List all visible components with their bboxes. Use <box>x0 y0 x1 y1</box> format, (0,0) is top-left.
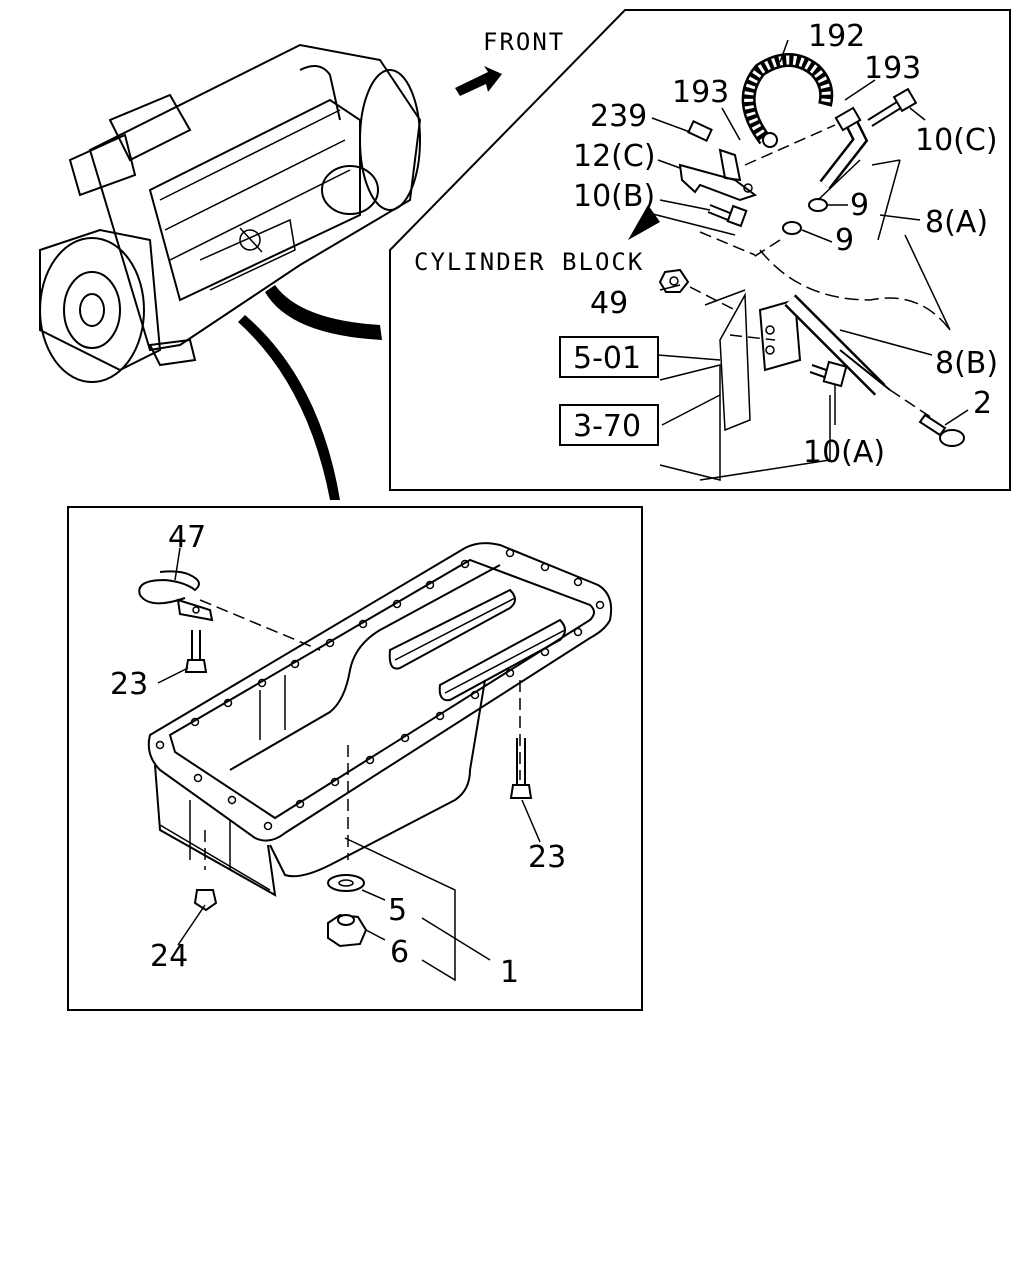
detail-box-oil-pan <box>67 506 643 1011</box>
ref-label-5-01: 5-01 <box>573 341 641 376</box>
leader-curve-lower <box>238 315 340 500</box>
callout-2: 2 <box>973 386 992 421</box>
callout-193: 193 <box>672 75 729 110</box>
callout-193: 193 <box>864 51 921 86</box>
washer-5-icon <box>327 874 365 892</box>
callout-10b: 10(B) <box>573 179 655 214</box>
callout-47: 47 <box>168 520 206 555</box>
bolt-10b-icon <box>707 204 748 228</box>
ref-box-5-01[interactable] <box>559 336 659 378</box>
callout-23: 23 <box>110 667 148 702</box>
clip-47-icon <box>138 570 214 622</box>
callout-9: 9 <box>835 223 854 258</box>
ref-box-3-70[interactable] <box>559 404 659 446</box>
callout-49: 49 <box>590 286 628 321</box>
callout-24: 24 <box>150 939 188 974</box>
callout-239: 239 <box>590 99 647 134</box>
callout-8b: 8(B) <box>935 346 998 381</box>
callout-10c: 10(C) <box>915 123 998 158</box>
dipstick-icon <box>839 349 965 447</box>
callout-8a: 8(A) <box>925 205 988 240</box>
callout-1: 1 <box>500 955 519 990</box>
callout-12c: 12(C) <box>573 139 656 174</box>
drain-plug-6-icon <box>327 913 368 948</box>
front-label: FRONT <box>483 28 565 56</box>
o-ring-upper-icon <box>808 198 828 212</box>
detail-box-dipstick <box>389 9 1011 491</box>
cylinder-block-arrow-icon <box>628 205 736 240</box>
leader-curve-upper <box>265 285 382 340</box>
bolt-10c-icon <box>867 87 918 127</box>
breather-hose <box>741 53 834 148</box>
bolt-23-left-icon <box>184 630 208 673</box>
dipstick-tube-lower <box>729 294 886 396</box>
leader-lines-detail <box>651 39 969 426</box>
front-arrow-icon <box>455 66 502 96</box>
pan-bolt-holes <box>155 548 605 831</box>
callout-5: 5 <box>388 893 407 928</box>
part-239-icon <box>687 120 713 142</box>
nut-49-icon <box>658 268 736 311</box>
bolt-10a-icon <box>809 360 848 388</box>
cylinder-block-label: CYLINDER BLOCK <box>414 248 644 276</box>
washer-5-hole <box>338 879 354 887</box>
engine-illustration <box>39 43 422 383</box>
o-ring-lower-icon <box>782 221 802 235</box>
alignment-line <box>699 231 756 256</box>
dipstick-tube-upper <box>819 106 869 190</box>
nut-24-icon <box>193 889 218 912</box>
callout-6: 6 <box>390 935 409 970</box>
callout-192: 192 <box>808 19 865 54</box>
ref-label-3-70: 3-70 <box>573 409 641 444</box>
alignment-line <box>751 239 781 259</box>
alignment-line <box>744 124 836 166</box>
bolt-23-right-icon <box>509 738 533 799</box>
callout-9: 9 <box>850 188 869 223</box>
bracket-12c-icon <box>678 148 758 202</box>
leader-lines-oil-pan <box>157 547 541 982</box>
cylinder-block-section <box>659 234 951 481</box>
oil-pan-illustration <box>147 542 613 897</box>
callout-23: 23 <box>528 840 566 875</box>
callout-10a: 10(A) <box>803 435 885 470</box>
